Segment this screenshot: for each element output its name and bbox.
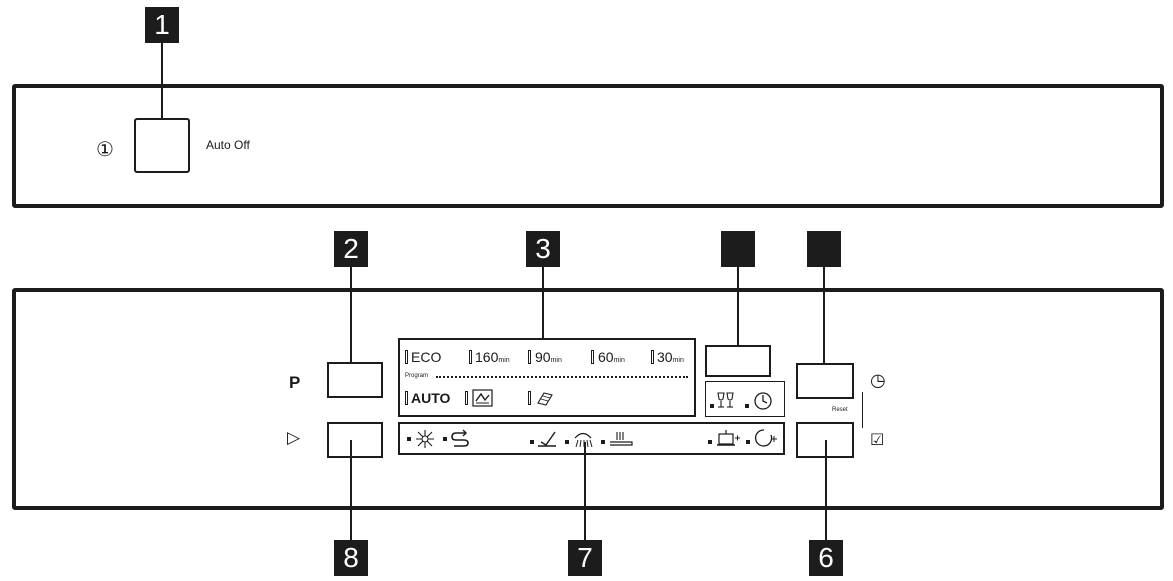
on-off-button[interactable]	[134, 118, 190, 173]
indicator-rinse-aid-dot	[565, 440, 569, 444]
program-eco: ECO	[411, 349, 442, 365]
rinse-check-icon: ☑	[870, 430, 885, 449]
callout-4-leader	[737, 267, 739, 345]
intensive-icon	[472, 389, 493, 407]
callout-7-leader	[584, 442, 586, 540]
indicator-auto	[405, 391, 408, 405]
indicator-60	[591, 350, 594, 364]
callout-1-leader	[161, 43, 163, 118]
program-auto: AUTO	[411, 390, 451, 406]
indicator-delay-dot	[745, 404, 749, 408]
glass-program-icon	[537, 392, 553, 406]
reset-caption: Reset	[832, 407, 848, 413]
auto-open-icon	[754, 429, 777, 447]
callout-6-leader	[825, 440, 827, 540]
callout-3-leader	[542, 267, 544, 339]
extra-hygiene-icon	[416, 430, 434, 448]
program-30: 30min	[657, 349, 684, 365]
callout-2-leader	[350, 267, 352, 365]
indicator-intensive	[465, 391, 468, 405]
delay-icon: ◷	[870, 370, 886, 391]
program-button[interactable]	[327, 362, 383, 398]
indicator-eco	[405, 350, 408, 364]
indicator-glasscare-dot	[710, 404, 714, 408]
indicator-extra-hygiene-dot	[407, 437, 411, 441]
start-icon: ▷	[287, 428, 301, 448]
top-panel	[12, 84, 1164, 208]
time-saver-icon	[451, 429, 469, 447]
indicator-90	[528, 350, 531, 364]
callout-5	[807, 231, 841, 267]
callout-8: 8	[334, 540, 368, 576]
callout-7: 7	[568, 540, 602, 576]
rinse-aid-icon	[574, 432, 593, 448]
program-90: 90min	[535, 349, 562, 365]
time-display	[705, 345, 771, 377]
salt-icon	[610, 432, 633, 446]
indicator-30	[651, 350, 654, 364]
reset-bracket	[862, 392, 863, 428]
indicator-time-saver-dot	[443, 437, 447, 441]
callout-6: 6	[809, 540, 843, 576]
water-softener-icon	[717, 430, 740, 446]
glasscare-icon	[717, 392, 734, 408]
callout-1: 1	[145, 7, 179, 43]
indicator-glass	[528, 391, 531, 405]
indicator-end-dot	[530, 440, 534, 444]
callout-5-leader	[823, 267, 825, 363]
start-button[interactable]	[327, 422, 383, 458]
auto-off-label: Auto Off	[206, 138, 250, 152]
program-60: 60min	[598, 349, 625, 365]
program-dotted-line	[436, 376, 688, 378]
end-indicator-icon	[538, 431, 556, 447]
callout-2: 2	[334, 231, 368, 267]
indicator-box	[705, 381, 785, 417]
program-label: P	[289, 373, 301, 392]
callout-4	[721, 231, 755, 267]
delay-indicator-icon	[754, 392, 772, 410]
power-icon: ①	[96, 137, 114, 161]
delay-button[interactable]	[796, 363, 854, 399]
status-strip	[398, 422, 785, 455]
indicator-160	[469, 350, 472, 364]
program-160: 160min	[475, 349, 510, 365]
program-caption: Program	[405, 373, 429, 379]
indicator-water-softener-dot	[708, 440, 712, 444]
indicator-auto-open-dot	[746, 440, 750, 444]
callout-3: 3	[526, 231, 560, 267]
control-panel	[12, 288, 1164, 510]
callout-8-leader	[350, 440, 352, 540]
indicator-salt-dot	[601, 440, 605, 444]
